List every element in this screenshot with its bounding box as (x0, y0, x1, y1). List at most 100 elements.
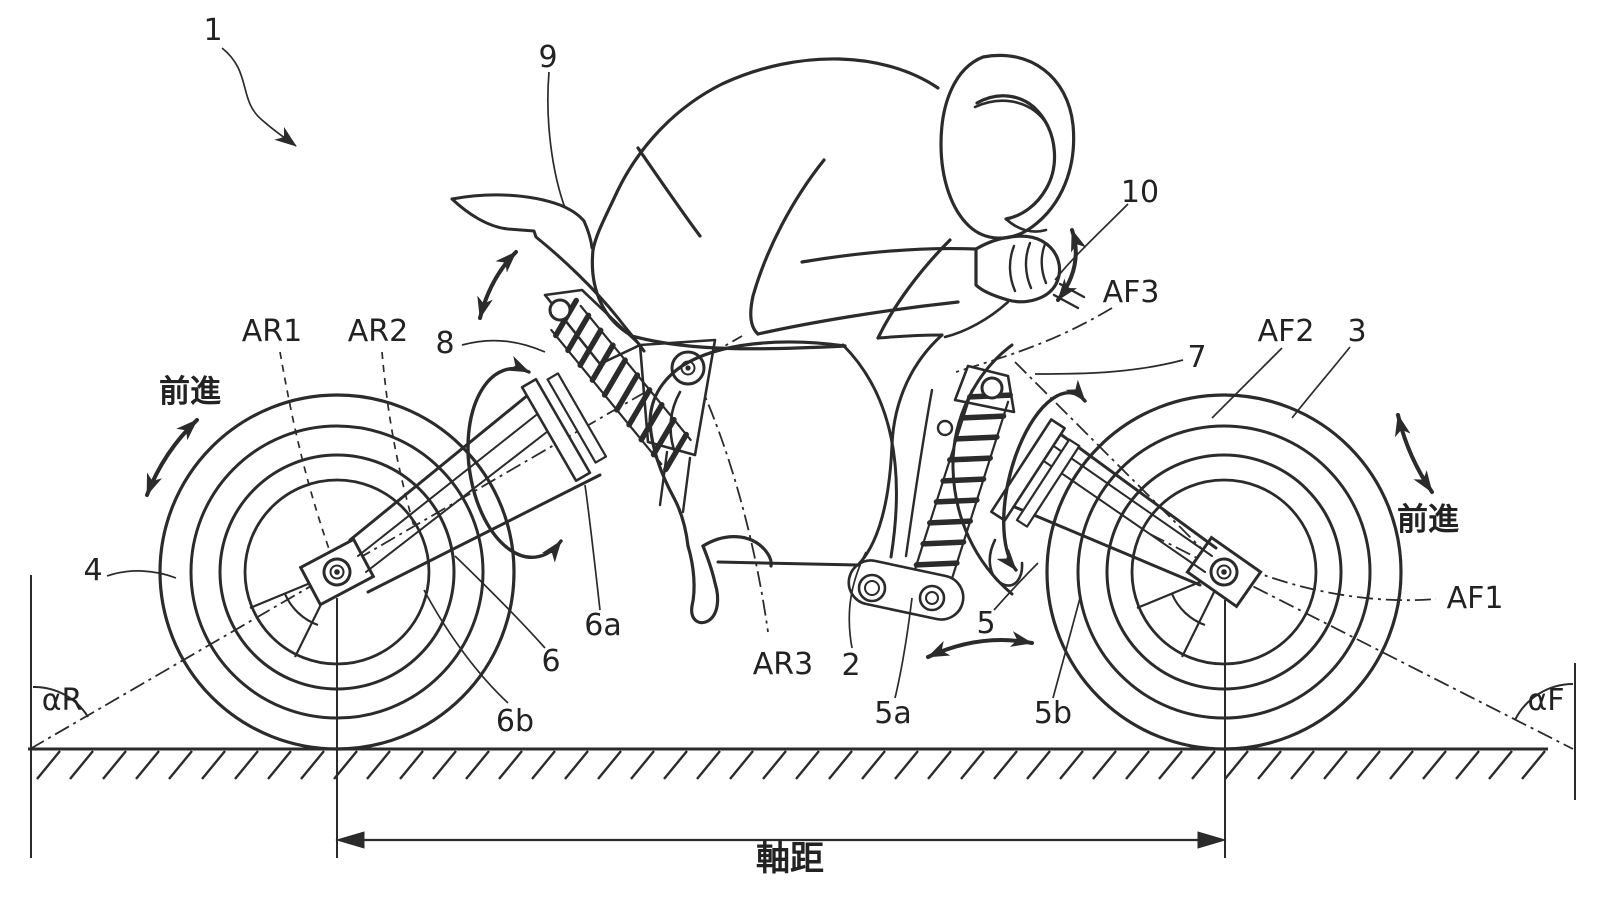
face-opening (975, 94, 1057, 221)
motion-arrows (145, 228, 1434, 659)
leader-5b (1052, 597, 1081, 699)
label-9: 9 (538, 40, 557, 75)
front-link (847, 559, 965, 621)
leader-2 (848, 551, 867, 649)
leader-af1 (1244, 567, 1437, 602)
label-forward-right: 前進 (1397, 502, 1459, 538)
leader-1 (221, 47, 297, 147)
rear-axis-line (29, 335, 743, 750)
chin-line (1004, 217, 1048, 233)
handle-arrow (1056, 228, 1087, 302)
front-fender-curve (951, 343, 1014, 596)
fist (974, 234, 1062, 304)
label-af3: AF3 (1103, 275, 1160, 310)
leader-6a (584, 484, 601, 611)
label-4: 4 (83, 553, 102, 588)
leader-ar1 (279, 351, 331, 553)
rear-wheel (158, 393, 516, 751)
thigh (648, 340, 847, 425)
shin (648, 421, 690, 548)
forward-arrow-left (145, 418, 199, 497)
tank-join (876, 333, 944, 340)
label-wheelbase: 軸距 (756, 839, 824, 879)
visor-line (973, 99, 1050, 128)
labels: 1 9 10 AF3 7 AF2 3 AR1 AR2 8 前進 前進 4 αR … (42, 13, 1565, 879)
label-ar3: AR3 (753, 647, 813, 682)
leader-10 (1054, 203, 1129, 281)
label-5a: 5a (874, 696, 911, 731)
leader-7 (1034, 359, 1184, 375)
label-ar2: AR2 (348, 314, 408, 349)
front-hub (1185, 535, 1263, 609)
label-ar1: AR1 (242, 314, 302, 349)
rear-suspension (348, 288, 717, 594)
fingers (1008, 241, 1048, 293)
label-6b: 6b (496, 704, 534, 739)
leader-ar2 (381, 351, 416, 531)
leader-lines (106, 47, 1351, 704)
front-rotation-ellipse (996, 379, 1087, 572)
tail-bottom (450, 197, 646, 353)
rider-back (591, 57, 940, 252)
seat-dip (582, 219, 594, 250)
jacket-seam (636, 146, 702, 238)
alpha-r-arc (32, 685, 89, 718)
alpha-f-arc (1514, 683, 1574, 721)
leader-5a (894, 597, 913, 699)
belly-line (716, 560, 860, 567)
far-foot (988, 538, 1024, 587)
rider (590, 53, 1086, 625)
front-bracket-edge (904, 388, 934, 558)
ground (28, 747, 1548, 783)
leader-3 (1291, 346, 1351, 419)
label-7: 7 (1187, 340, 1206, 375)
rider-hip (590, 248, 847, 351)
label-alpha-r: αR (42, 683, 83, 718)
label-3: 3 (1347, 314, 1366, 349)
rear-hub (298, 537, 376, 607)
wheelbase-dimension (335, 598, 1227, 858)
leader-8 (461, 339, 546, 353)
label-af2: AF2 (1258, 314, 1315, 349)
knee-inner (669, 390, 682, 452)
label-8: 8 (435, 326, 454, 361)
label-5b: 5b (1034, 696, 1072, 731)
leader-ar3 (696, 377, 769, 633)
rear-spring (550, 297, 692, 473)
leader-6 (454, 555, 546, 649)
boot-toe (686, 544, 720, 625)
forward-arrow-right (1394, 413, 1434, 494)
leader-4 (106, 570, 177, 579)
seat-arrow (477, 250, 518, 320)
helmet (939, 53, 1076, 240)
reference-lines (30, 575, 1576, 858)
leader-5 (993, 562, 1039, 611)
head-join (943, 300, 1010, 339)
tail-top (450, 193, 586, 223)
label-5: 5 (976, 606, 995, 641)
leader-9 (547, 71, 566, 209)
front-link-arrow (926, 631, 1034, 659)
front-suspension (847, 364, 1218, 621)
rear-body-panel (841, 343, 898, 559)
leader-af2 (1211, 347, 1283, 419)
leader-af3 (955, 307, 1113, 373)
leader-6b (423, 589, 509, 704)
label-alpha-f: αF (1527, 683, 1564, 718)
front-lower-panel (856, 333, 944, 567)
boot-top (701, 535, 773, 568)
front-wheel (1045, 393, 1403, 751)
label-2: 2 (841, 648, 860, 683)
chest-line (876, 238, 952, 340)
rear-rotation-ellipse (466, 355, 563, 563)
forearm-top (800, 246, 978, 264)
bike-body (450, 193, 1024, 596)
label-6: 6 (541, 644, 560, 679)
label-10: 10 (1121, 175, 1159, 210)
helmet-shell (939, 53, 1076, 240)
axis-lines (29, 307, 1574, 750)
label-1: 1 (203, 13, 222, 48)
upper-arm (749, 158, 826, 336)
